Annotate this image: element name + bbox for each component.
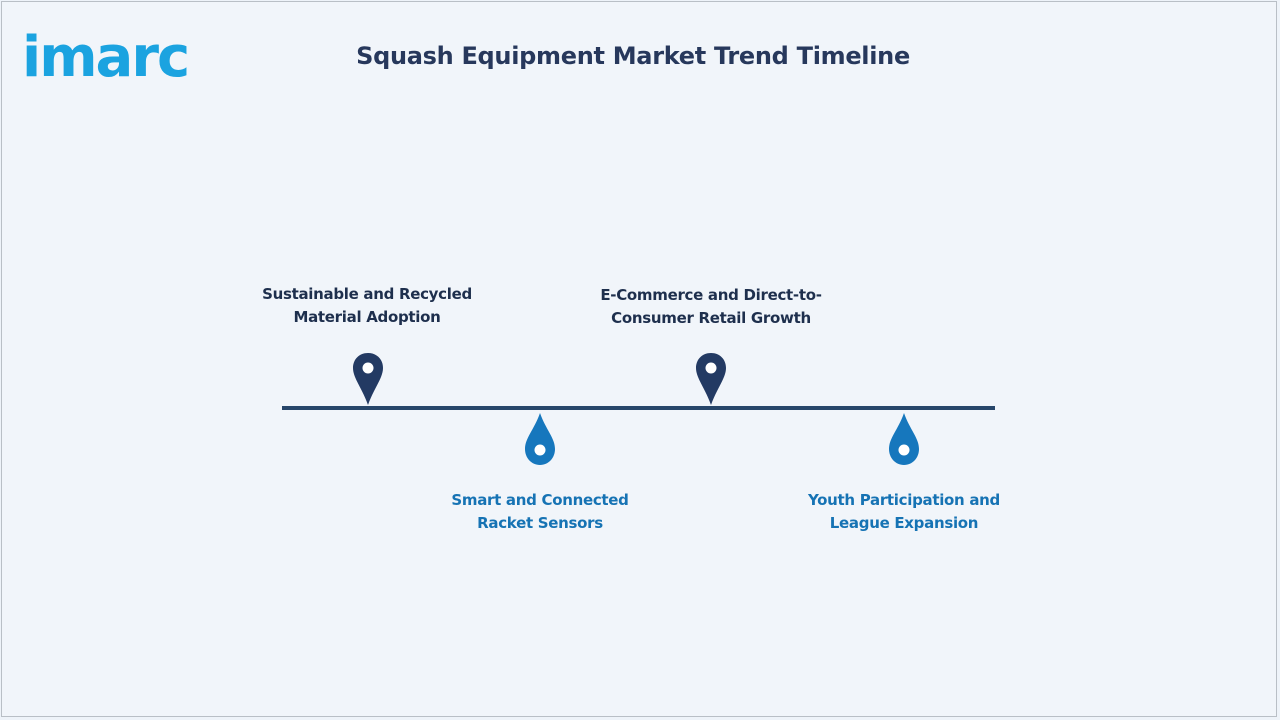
imarc-logo: imarc xyxy=(22,25,190,82)
timeline-item-2-line-2: Racket Sensors xyxy=(477,514,603,532)
logo-text: imarc xyxy=(22,25,188,82)
timeline-item-4-label: Youth Participation and League Expansion xyxy=(784,489,1024,535)
map-pin-icon xyxy=(353,353,383,405)
timeline-line xyxy=(282,406,995,410)
timeline-item-1-label: Sustainable and Recycled Material Adopti… xyxy=(247,283,487,329)
droplet-pin-icon xyxy=(889,413,919,465)
timeline-item-1-line-2: Material Adoption xyxy=(293,308,441,326)
timeline-item-4-line-1: Youth Participation and xyxy=(807,491,1000,509)
page-title: Squash Equipment Market Trend Timeline xyxy=(356,42,910,70)
timeline-item-3-label: E-Commerce and Direct-to- Consumer Retai… xyxy=(591,284,831,330)
timeline-item-2-line-1: Smart and Connected xyxy=(451,491,629,509)
timeline-item-3-line-2: Consumer Retail Growth xyxy=(611,309,811,327)
timeline-item-4-line-2: League Expansion xyxy=(829,514,979,532)
map-pin-icon xyxy=(696,353,726,405)
timeline-item-3-line-1: E-Commerce and Direct-to- xyxy=(600,286,822,304)
timeline-item-2-label: Smart and Connected Racket Sensors xyxy=(420,489,660,535)
timeline-item-1-line-1: Sustainable and Recycled xyxy=(262,285,472,303)
droplet-pin-icon xyxy=(525,413,555,465)
